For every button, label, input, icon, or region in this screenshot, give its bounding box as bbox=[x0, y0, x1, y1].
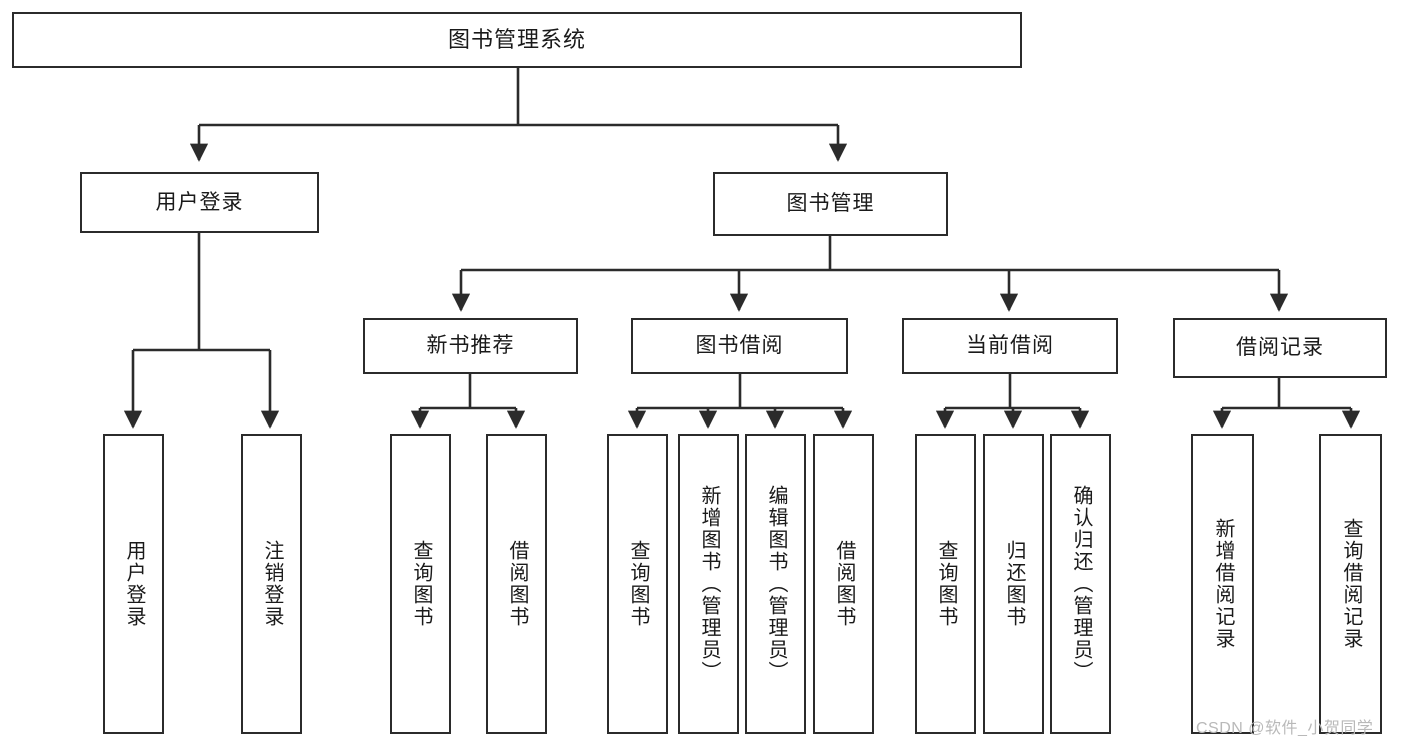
node-leaf-borrow-book-1-label: 借阅图书 bbox=[506, 540, 528, 628]
node-leaf-borrow-book-2-label: 借阅图书 bbox=[833, 540, 855, 628]
node-borrow-record-label: 借阅记录 bbox=[1236, 336, 1324, 360]
node-leaf-logout-login-label: 注销登录 bbox=[261, 540, 283, 628]
node-leaf-borrow-book-1[interactable]: 借阅图书 bbox=[486, 434, 547, 734]
node-leaf-edit-book-label: 编辑图书（管理员） bbox=[765, 485, 787, 683]
node-leaf-edit-book[interactable]: 编辑图书（管理员） bbox=[745, 434, 806, 734]
node-leaf-query-record[interactable]: 查询借阅记录 bbox=[1319, 434, 1382, 734]
node-leaf-add-record-label: 新增借阅记录 bbox=[1212, 518, 1234, 650]
node-leaf-add-record[interactable]: 新增借阅记录 bbox=[1191, 434, 1254, 734]
node-leaf-confirm-return[interactable]: 确认归还（管理员） bbox=[1050, 434, 1111, 734]
node-leaf-query-record-label: 查询借阅记录 bbox=[1340, 518, 1362, 650]
node-leaf-user-login[interactable]: 用户登录 bbox=[103, 434, 164, 734]
node-book-manage-label: 图书管理 bbox=[786, 192, 875, 216]
node-leaf-query-book-2[interactable]: 查询图书 bbox=[607, 434, 668, 734]
node-leaf-confirm-return-label: 确认归还（管理员） bbox=[1070, 485, 1092, 683]
node-book-borrow-label: 图书借阅 bbox=[695, 334, 784, 358]
node-new-book-rec-label: 新书推荐 bbox=[426, 334, 515, 358]
node-root-label: 图书管理系统 bbox=[447, 26, 586, 52]
node-leaf-query-book-1-label: 查询图书 bbox=[410, 540, 432, 628]
node-book-borrow[interactable]: 图书借阅 bbox=[631, 318, 848, 374]
watermark: CSDN @软件_小贺同学 bbox=[1196, 720, 1374, 737]
node-leaf-logout-login[interactable]: 注销登录 bbox=[241, 434, 302, 734]
node-user-login-label: 用户登录 bbox=[155, 190, 244, 214]
node-leaf-return-book-label: 归还图书 bbox=[1003, 540, 1025, 628]
node-leaf-query-book-1[interactable]: 查询图书 bbox=[390, 434, 451, 734]
node-root[interactable]: 图书管理系统 bbox=[12, 12, 1022, 68]
node-book-manage[interactable]: 图书管理 bbox=[713, 172, 948, 236]
node-leaf-borrow-book-2[interactable]: 借阅图书 bbox=[813, 434, 874, 734]
node-current-borrow[interactable]: 当前借阅 bbox=[902, 318, 1118, 374]
node-leaf-query-book-3[interactable]: 查询图书 bbox=[915, 434, 976, 734]
node-borrow-record[interactable]: 借阅记录 bbox=[1173, 318, 1387, 378]
node-leaf-return-book[interactable]: 归还图书 bbox=[983, 434, 1044, 734]
node-current-borrow-label: 当前借阅 bbox=[966, 334, 1054, 358]
node-leaf-add-book[interactable]: 新增图书（管理员） bbox=[678, 434, 739, 734]
node-user-login[interactable]: 用户登录 bbox=[80, 172, 319, 233]
node-leaf-query-book-3-label: 查询图书 bbox=[935, 540, 957, 628]
node-leaf-user-login-label: 用户登录 bbox=[123, 540, 145, 628]
node-leaf-add-book-label: 新增图书（管理员） bbox=[698, 485, 720, 683]
node-new-book-rec[interactable]: 新书推荐 bbox=[363, 318, 578, 374]
node-leaf-query-book-2-label: 查询图书 bbox=[627, 540, 649, 628]
